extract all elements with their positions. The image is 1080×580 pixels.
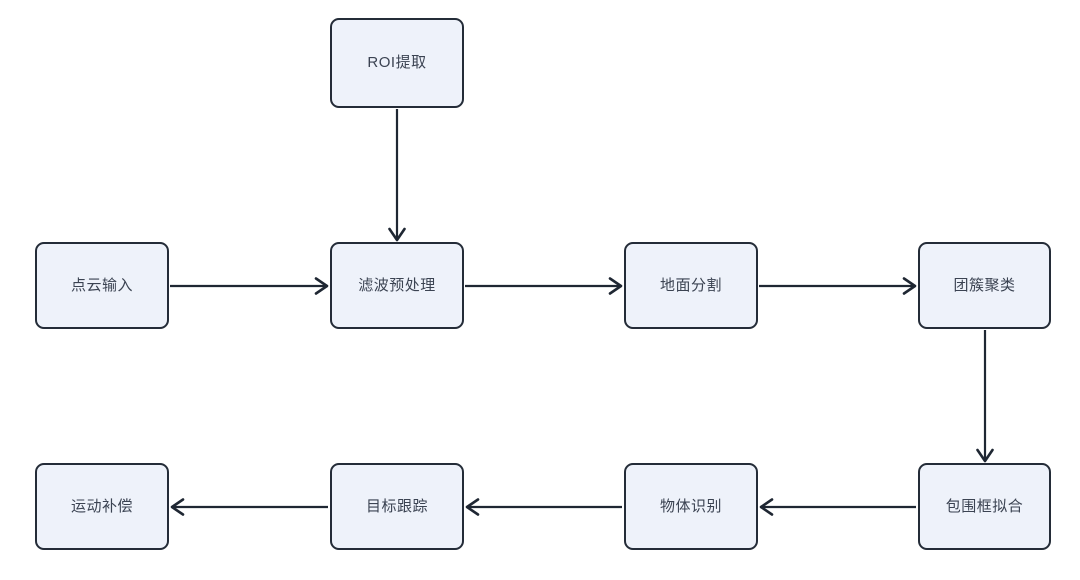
node-bbox[interactable]: 包围框拟合	[918, 463, 1051, 550]
node-label-filter: 滤波预处理	[358, 276, 436, 294]
node-label-input: 点云输入	[70, 276, 133, 294]
node-label-motion: 运动补偿	[70, 497, 133, 515]
edge-filter-to-ground	[465, 277, 623, 295]
node-input[interactable]: 点云输入	[35, 242, 169, 329]
node-cluster[interactable]: 团簇聚类	[918, 242, 1051, 329]
node-label-recognize: 物体识别	[659, 497, 722, 515]
edge-input-to-filter	[170, 277, 329, 295]
node-recognize[interactable]: 物体识别	[624, 463, 758, 550]
node-motion[interactable]: 运动补偿	[35, 463, 169, 550]
edge-bbox-to-recognize	[759, 498, 916, 516]
node-label-ground: 地面分割	[659, 276, 722, 294]
edge-cluster-to-bbox	[976, 330, 994, 463]
node-label-roi: ROI提取	[367, 54, 427, 72]
edge-ground-to-cluster	[759, 277, 917, 295]
node-ground[interactable]: 地面分割	[624, 242, 758, 329]
node-label-cluster: 团簇聚类	[953, 276, 1016, 294]
node-filter[interactable]: 滤波预处理	[330, 242, 464, 329]
node-roi[interactable]: ROI提取	[330, 18, 464, 108]
edge-track-to-motion	[170, 498, 328, 516]
node-label-track: 目标跟踪	[365, 497, 428, 515]
node-label-bbox: 包围框拟合	[945, 497, 1024, 515]
node-track[interactable]: 目标跟踪	[330, 463, 464, 550]
edge-recognize-to-track	[465, 498, 622, 516]
edge-roi-to-filter	[388, 109, 406, 242]
